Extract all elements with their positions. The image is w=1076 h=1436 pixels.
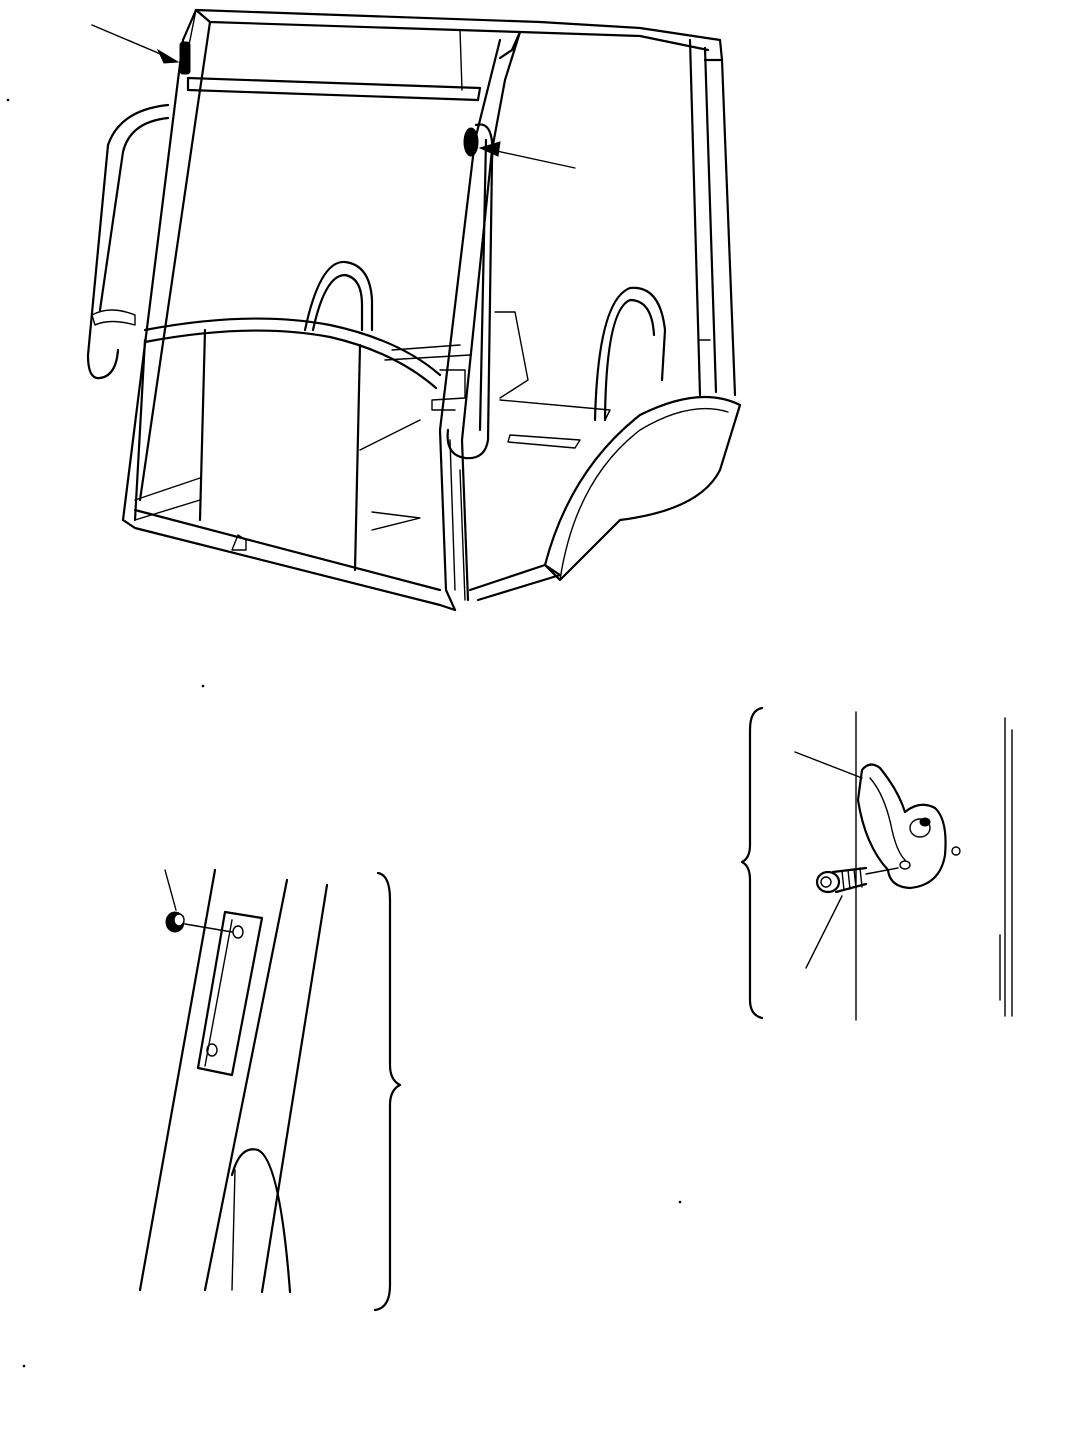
brace-pillar-detail: [373, 871, 402, 1312]
plate-hole-upper: [232, 925, 244, 939]
cab-door-top-rail: [143, 317, 442, 390]
cab-right-grab-handle: [446, 123, 494, 460]
detail-door-catch: [740, 706, 1013, 1021]
cab-left-door-bow: [303, 260, 374, 332]
brace-catch-detail: [740, 706, 764, 1020]
door-latch-bracket: [431, 369, 466, 411]
cab-floor: [121, 399, 611, 612]
cab-right-front-pillar: [438, 29, 522, 612]
cab-left-grab-handle: [86, 103, 170, 380]
cab-rear-fender: [543, 395, 742, 582]
leader-line-catch: [794, 751, 863, 779]
door-catch-hook: [856, 763, 947, 890]
cab-rear-pillars: [688, 38, 737, 397]
cab-left-front-pillar: [121, 9, 212, 522]
catch-bolt: [815, 866, 868, 894]
callout-arrow-upper-left: [91, 24, 180, 64]
rivet-plug: [165, 911, 185, 933]
rivet-axis-line: [184, 923, 233, 933]
upper-marker-part: [179, 41, 191, 75]
detail-handle-end: [230, 1148, 292, 1294]
leader-line-rivet: [164, 869, 177, 911]
handle-clamp: [91, 309, 136, 326]
cab-left-lower-panel: [133, 328, 421, 572]
pillar-plate: [196, 910, 264, 1077]
catch-hole-marker: [951, 846, 961, 856]
cab-roof-crossbar: [186, 76, 482, 102]
bolt-axis-line: [865, 867, 899, 875]
cab-roof: [181, 8, 724, 62]
cab-right-door-bow: [593, 286, 667, 422]
detail-pillar-plate: [138, 868, 402, 1312]
callout-arrow-right: [478, 141, 576, 169]
cab-frame-illustration: [86, 8, 742, 612]
pillar-marker-part: [463, 127, 479, 157]
leader-line-bolt: [805, 895, 843, 969]
print-specks: [6, 98, 682, 1368]
plate-hole-lower: [206, 1043, 218, 1057]
cab-seat-pedestal: [384, 311, 529, 399]
